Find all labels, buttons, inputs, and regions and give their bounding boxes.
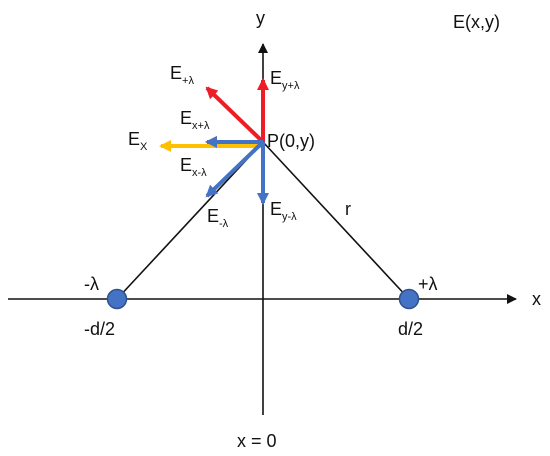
ex-total-label: EX: [128, 129, 148, 153]
y-axis-label: y: [256, 8, 265, 28]
ex-minus-lambda-label: Ex-λ: [180, 155, 207, 179]
positive-charge-position: d/2: [398, 319, 423, 339]
ey-minus-lambda-label: Ey-λ: [270, 199, 297, 223]
e-minus-lambda-vector: [205, 140, 265, 198]
ey-plus-lambda-label: Ey+λ: [270, 68, 300, 92]
x-axis-label: x: [532, 289, 541, 309]
e-plus-lambda-vector: [205, 86, 265, 144]
e-minus-lambda-label: E-λ: [207, 206, 229, 230]
positive-charge-symbol: +λ: [418, 274, 438, 294]
distance-label: r: [345, 199, 351, 219]
diagram-title: E(x,y): [453, 12, 500, 32]
negative-charge: [106, 288, 128, 310]
point-label: P(0,y): [267, 131, 315, 151]
negative-charge-position: -d/2: [84, 319, 115, 339]
right-distance-line: [262, 141, 410, 300]
positive-charge: [398, 288, 420, 310]
negative-charge-symbol: -λ: [84, 274, 99, 294]
x-zero-label: x = 0: [237, 431, 277, 451]
ex-plus-lambda-label: Ex+λ: [180, 108, 210, 132]
e-plus-lambda-label: E+λ: [170, 63, 194, 87]
